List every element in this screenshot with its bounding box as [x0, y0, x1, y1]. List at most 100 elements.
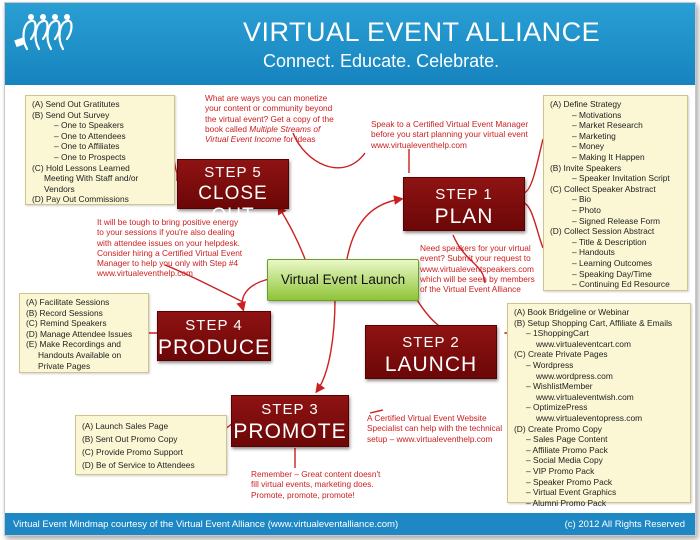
header-banner: VIRTUAL EVENT ALLIANCE Connect. Educate.… [5, 3, 695, 85]
task-subitem: – Speaker Promo Pack [526, 476, 613, 487]
task-item-cont: Meeting With Staff and/or [44, 173, 139, 184]
task-subitem: – Handouts [572, 247, 615, 258]
task-subitem: – Wordpress [526, 359, 574, 370]
plan-note: Speak to a Certified Virtual Event Manag… [371, 119, 528, 150]
task-subitem: – 1ShoppingCart [526, 328, 589, 339]
task-subitem: – One to Prospects [54, 151, 126, 162]
launch-tasks-panel: (A) Book Bridgeline or Webinar (B) Setup… [507, 303, 691, 508]
note-line: event? Submit your request to [420, 253, 531, 264]
task-subitem: – Title & Description [572, 236, 647, 247]
footer-copyright: (c) 2012 All Rights Reserved [564, 519, 685, 530]
task-item: (A) Send Out Gratitutes [32, 99, 120, 109]
monetize-note: What are ways you can monetize your cont… [205, 93, 334, 144]
step-title: PRODUCE [158, 336, 271, 359]
task-item: (A) Facilitate Sessions [26, 297, 110, 307]
task-url: www.virtualeventwish.com [536, 391, 634, 402]
speakers-note: Need speakers for your virtual event? Su… [420, 243, 535, 294]
task-item: (A) Book Bridgeline or Webinar [514, 307, 630, 317]
note-line: www.virtualeventhelp.com [97, 268, 193, 279]
note-line: It will be tough to bring positive energ… [97, 217, 239, 227]
step-number: STEP 5 [204, 164, 262, 181]
task-subitem: – Money [572, 141, 605, 152]
note-line: What are ways you can monetize [205, 93, 328, 103]
task-subitem: – Affiliate Promo Pack [526, 444, 608, 455]
arrow-center-to-plan [346, 195, 404, 260]
task-item: (D) Be of Service to Attendees [82, 460, 195, 470]
task-subitem: – OptimizePress [526, 402, 588, 413]
note-line: for ideas [281, 134, 316, 145]
task-item: (B) Setup Shopping Cart, Affiliate & Ema… [514, 317, 673, 328]
plan-tasks-panel: (A) Define Strategy – Motivations – Mark… [543, 95, 688, 291]
brand-name: VIRTUAL EVENT ALLIANCE [243, 17, 601, 47]
step-title: PROMOTE [233, 420, 347, 443]
footer-bar: Virtual Event Mindmap courtesy of the Vi… [5, 513, 695, 535]
line-helpdesk [164, 264, 246, 304]
note-line: your content or community beyond [205, 103, 333, 114]
task-subitem: – Sales Page Content [526, 434, 608, 445]
mindmap-canvas: VIRTUAL EVENT ALLIANCE Connect. Educate.… [4, 2, 696, 536]
note-line: Speak to a Certified Virtual Event Manag… [371, 119, 529, 129]
website-note: A Certified Virtual Event Website Specia… [367, 413, 502, 444]
task-subitem: – Bio [572, 194, 592, 205]
step-title: PLAN [434, 205, 494, 228]
note-line: www.virtualeventspeakers.com [420, 263, 534, 274]
note-line: Consider hiring a Certified Virtual Even… [97, 247, 243, 258]
task-item: (D) Collect Session Abstract [550, 226, 655, 237]
task-item: (A) Define Strategy [550, 99, 622, 109]
task-subitem: – Photo [572, 204, 601, 215]
note-line: Promote, promote, promote! [251, 489, 355, 500]
note-line: Manager to help you only with Step #4 [97, 258, 239, 269]
task-subitem: – Continuing Ed Resource [572, 279, 670, 290]
task-item: (A) Launch Sales Page [82, 421, 169, 431]
task-item-cont: Handouts Available on [38, 349, 122, 360]
task-item: (B) Sent Out Promo Copy [82, 434, 178, 444]
task-subitem: – Social Media Copy [526, 455, 603, 466]
task-item: (C) Provide Promo Support [82, 447, 184, 457]
note-line: the virtual event? Get a copy of the [205, 113, 334, 124]
note-line: Need speakers for your virtual [420, 243, 531, 253]
remember-note: Remember – Great content doesn't fill vi… [251, 469, 380, 500]
task-subitem: – Marketing [572, 130, 616, 141]
step-number: STEP 4 [185, 317, 243, 334]
note-line: before you start planning your virtual e… [371, 129, 528, 140]
task-item: (B) Record Sessions [26, 307, 103, 318]
note-line: of the Virtual Event Alliance [420, 284, 521, 295]
promote-tasks-panel: (A) Launch Sales Page (B) Sent Out Promo… [75, 415, 227, 475]
task-subitem: – One to Attendees [54, 130, 126, 141]
book-title-cont: Virtual Event Income [205, 134, 282, 145]
note-line: with attendee issues on your helpdesk. [97, 237, 240, 248]
task-item: (B) Send Out Survey [32, 109, 110, 120]
task-subitem: – Market Research [572, 120, 643, 131]
helpdesk-note: It will be tough to bring positive energ… [97, 217, 242, 279]
closeout-tasks-panel: (A) Send Out Gratitutes (B) Send Out Sur… [25, 95, 175, 205]
line-plan-panel-b [522, 202, 544, 249]
task-item-cont: Vendors [44, 183, 75, 194]
step-3-promote: STEP 3 PROMOTE [231, 395, 349, 447]
task-url: www.virtualeventopress.com [536, 412, 643, 423]
task-url: www.virtualeventcart.com [536, 338, 631, 349]
line-top-note [292, 132, 366, 169]
task-subitem: – WishlistMember [526, 381, 593, 392]
task-subitem: – One to Speakers [54, 120, 124, 131]
arrow-center-to-promote [315, 298, 336, 394]
note-line: setup – www.virtualeventhelp.com [367, 433, 493, 444]
task-item: (D) Manage Attendee Issues [26, 328, 133, 339]
note-line: Remember – Great content doesn't [251, 469, 381, 479]
step-2-launch: STEP 2 LAUNCH [365, 325, 497, 379]
step-title: LAUNCH [384, 353, 478, 376]
task-subitem: – Speaker Invitation Script [572, 173, 670, 184]
alliance-logo-icon [14, 14, 73, 51]
task-item: (C) Hold Lessons Learned [32, 162, 130, 173]
task-item: (B) Invite Speakers [550, 162, 622, 173]
task-item: (E) Make Recordings and [26, 339, 121, 350]
task-item-cont: Private Pages [38, 360, 91, 371]
step-title: CLOSE OUT [198, 183, 268, 226]
step-number: STEP 1 [435, 186, 493, 203]
brand-tagline: Connect. Educate. Celebrate. [263, 51, 500, 71]
note-line: www.virtualeventhelp.com [371, 139, 467, 150]
task-subitem: – One to Affiliates [54, 141, 120, 152]
step-number: STEP 2 [402, 334, 460, 351]
line-website [369, 409, 384, 414]
produce-tasks-panel: (A) Facilitate Sessions (B) Record Sessi… [19, 293, 149, 373]
step-number: STEP 3 [261, 401, 319, 418]
